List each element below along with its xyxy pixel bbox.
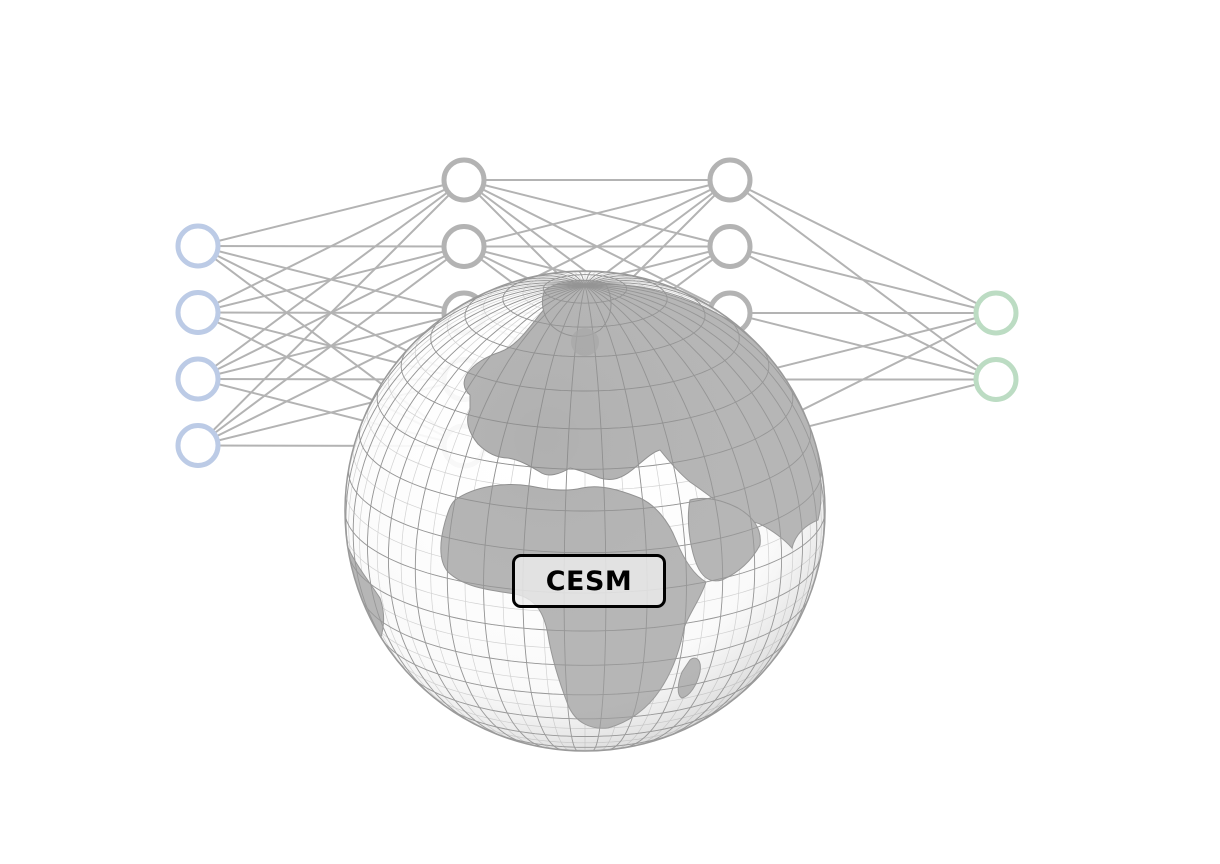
input-node-3 xyxy=(175,356,221,402)
network-edge xyxy=(197,179,465,314)
input-node-1 xyxy=(175,223,221,269)
network-edge xyxy=(729,245,997,314)
network-edge xyxy=(197,179,465,380)
network-edge xyxy=(197,179,465,247)
input-node-2 xyxy=(175,290,221,335)
globe-shading xyxy=(345,271,825,751)
network-edge xyxy=(463,179,731,248)
network-edge xyxy=(729,179,997,314)
globe xyxy=(344,270,826,752)
hidden-node-2 xyxy=(707,224,753,269)
network-edge xyxy=(197,245,465,447)
hidden-node-1 xyxy=(441,157,487,203)
network-edge xyxy=(197,312,465,447)
hidden-node-1 xyxy=(707,157,753,203)
output-node-2 xyxy=(973,357,1019,402)
cesm-label: CESM xyxy=(545,565,633,597)
globe-pole xyxy=(571,328,599,356)
input-node-4 xyxy=(175,423,221,468)
network-edge xyxy=(197,179,465,447)
output-node-1 xyxy=(973,290,1019,336)
globe-outline xyxy=(344,270,826,752)
hidden-node-2 xyxy=(441,224,487,269)
cesm-label-box: CESM xyxy=(512,554,666,608)
